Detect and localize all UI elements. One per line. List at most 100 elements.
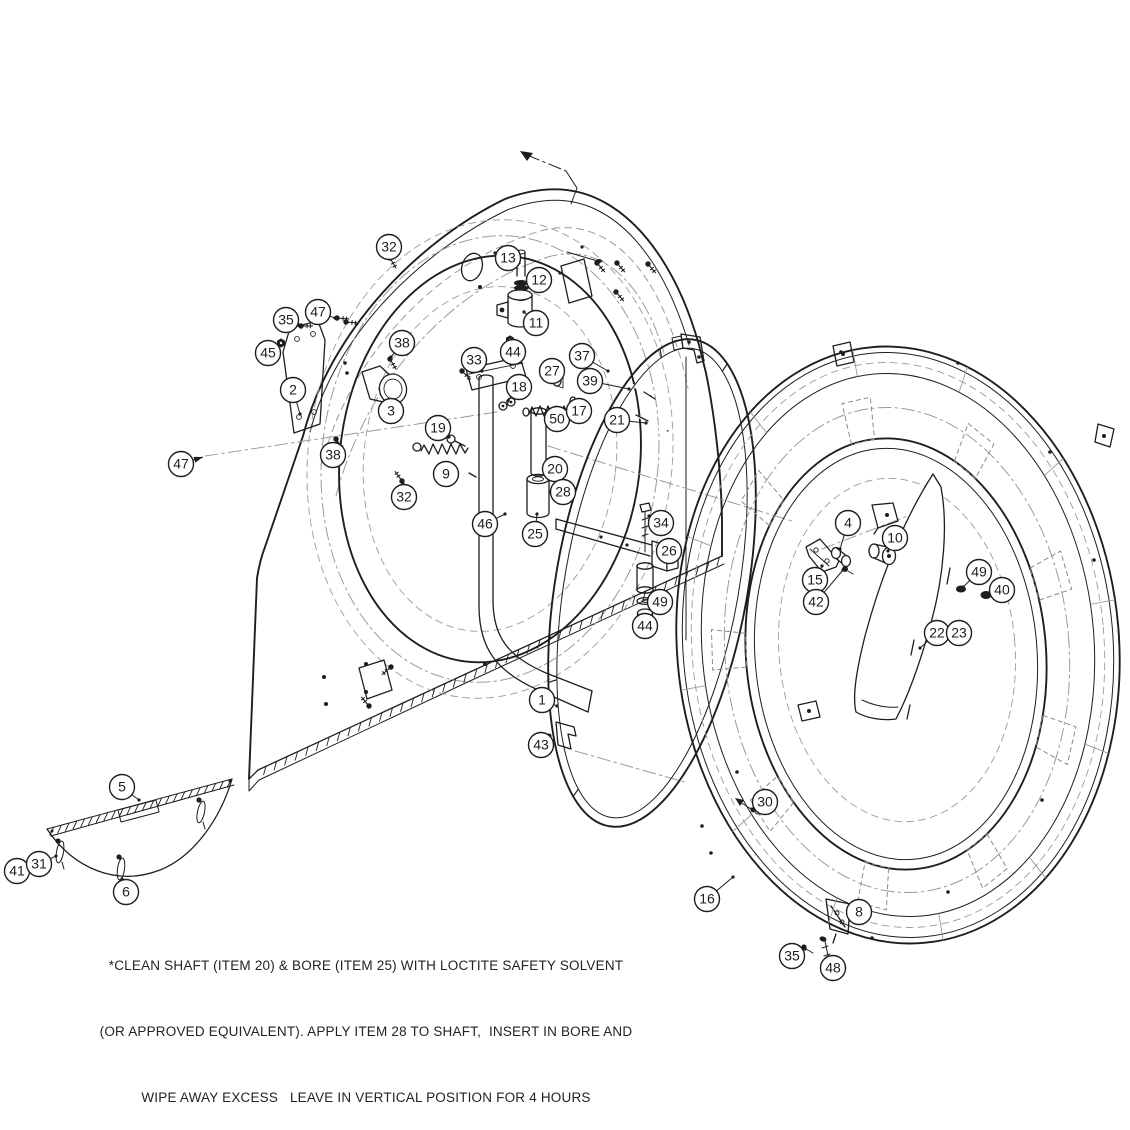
bushing-10: [869, 544, 879, 558]
callout-37: 37: [570, 344, 610, 373]
callout-label-9: 9: [442, 466, 450, 482]
callout-30: 30: [750, 790, 777, 815]
callout-label-30: 30: [757, 794, 773, 810]
callout-40: 40: [986, 578, 1014, 603]
callout-label-27: 27: [544, 363, 560, 379]
callout-20: 20: [543, 457, 568, 482]
callout-4: 4: [836, 511, 861, 551]
callout-44: 44: [633, 614, 658, 639]
callout-label-49: 49: [652, 594, 668, 610]
callout-label-35: 35: [278, 312, 294, 328]
callout-label-28: 28: [555, 484, 571, 500]
callout-label-16: 16: [699, 891, 715, 907]
callout-38: 38: [389, 331, 414, 359]
callout-label-22: 22: [929, 625, 945, 641]
callout-1: 1: [530, 688, 559, 713]
deflector-clips: [55, 797, 207, 886]
callout-12: 12: [525, 268, 551, 293]
bracket-15: [806, 539, 839, 572]
callout-label-32: 32: [381, 239, 397, 255]
callout-label-21: 21: [609, 412, 625, 428]
callout-48: 48: [821, 956, 846, 981]
callout-32: 32: [377, 235, 402, 260]
ring-clip-43: [556, 722, 576, 749]
callout-33: 33: [462, 348, 487, 373]
callout-9: 9: [434, 462, 459, 487]
housing-panel: [249, 151, 724, 791]
callout-label-31: 31: [31, 856, 47, 872]
callout-35: 35: [274, 308, 301, 333]
callout-label-15: 15: [807, 572, 823, 588]
assembly-note-line3: WIPE AWAY EXCESS LEAVE IN VERTICAL POSIT…: [141, 1090, 591, 1105]
callout-15: 15: [803, 564, 828, 592]
callout-label-19: 19: [430, 420, 446, 436]
callout-16: 16: [695, 875, 735, 911]
panel-hole-dots: [322, 245, 584, 706]
generated-detail: [50, 349, 1115, 940]
callout-label-47: 47: [310, 304, 326, 320]
callout-43: 43: [529, 733, 554, 758]
callout-49: 49: [961, 560, 991, 589]
callout-label-2: 2: [289, 382, 297, 398]
callout-label-11: 11: [529, 315, 544, 331]
callout-label-46: 46: [477, 516, 493, 532]
callout-31: 31: [27, 852, 58, 877]
callout-label-10: 10: [887, 530, 903, 546]
callout-label-42: 42: [808, 594, 824, 610]
left-hardware: [205, 253, 497, 486]
callout-5: 5: [110, 775, 141, 802]
callout-label-44: 44: [505, 344, 521, 360]
callout-label-48: 48: [825, 960, 841, 976]
assembly-note-line1: *CLEAN SHAFT (ITEM 20) & BORE (ITEM 25) …: [108, 958, 624, 973]
callout-25: 25: [523, 512, 548, 546]
callout-label-44: 44: [637, 618, 653, 634]
callout-label-50: 50: [549, 411, 565, 427]
callout-label-34: 34: [653, 515, 669, 531]
callout-label-23: 23: [951, 625, 967, 641]
callout-35: 35: [780, 944, 807, 969]
wheel-assembly: [652, 328, 1130, 966]
callout-label-37: 37: [574, 348, 590, 364]
callout-label-47: 47: [173, 456, 189, 472]
blade-22-23: [855, 474, 945, 720]
callout-label-33: 33: [466, 352, 482, 368]
callout-13: 13: [496, 246, 521, 271]
callout-28: 28: [548, 480, 575, 505]
callout-label-45: 45: [260, 345, 276, 361]
callout-46: 46: [473, 512, 507, 537]
callout-3: 3: [379, 399, 404, 424]
callout-label-8: 8: [855, 904, 863, 920]
callout-6: 6: [114, 877, 139, 904]
deflector-panel: [47, 779, 234, 886]
callout-49: 49: [648, 590, 673, 615]
callout-26: 26: [656, 539, 681, 564]
callout-label-49: 49: [971, 564, 987, 580]
callout-label-12: 12: [531, 272, 547, 288]
callout-label-18: 18: [511, 379, 527, 395]
callout-label-38: 38: [394, 335, 410, 351]
callout-27: 27: [540, 359, 565, 384]
callout-41: 41: [5, 859, 30, 884]
callout-label-3: 3: [387, 403, 395, 419]
callout-label-20: 20: [547, 461, 563, 477]
callout-50: 50: [545, 407, 570, 432]
callout-11: 11: [522, 310, 548, 335]
callout-45: 45: [256, 341, 281, 366]
callout-label-4: 4: [844, 515, 852, 531]
callout-44: 44: [501, 340, 526, 365]
callout-39: 39: [578, 369, 631, 394]
callout-label-35: 35: [784, 948, 800, 964]
callout-label-5: 5: [118, 779, 126, 795]
callout-label-32: 32: [396, 489, 412, 505]
callout-17: 17: [567, 399, 592, 424]
callout-label-43: 43: [533, 737, 549, 753]
callout-32: 32: [392, 482, 417, 509]
retainer-ring: [546, 323, 790, 843]
callout-23: 23: [947, 621, 972, 646]
callout-label-25: 25: [527, 526, 543, 542]
assembly-note-line2: (OR APPROVED EQUIVALENT). APPLY ITEM 28 …: [99, 1024, 633, 1039]
callout-38: 38: [321, 440, 346, 467]
